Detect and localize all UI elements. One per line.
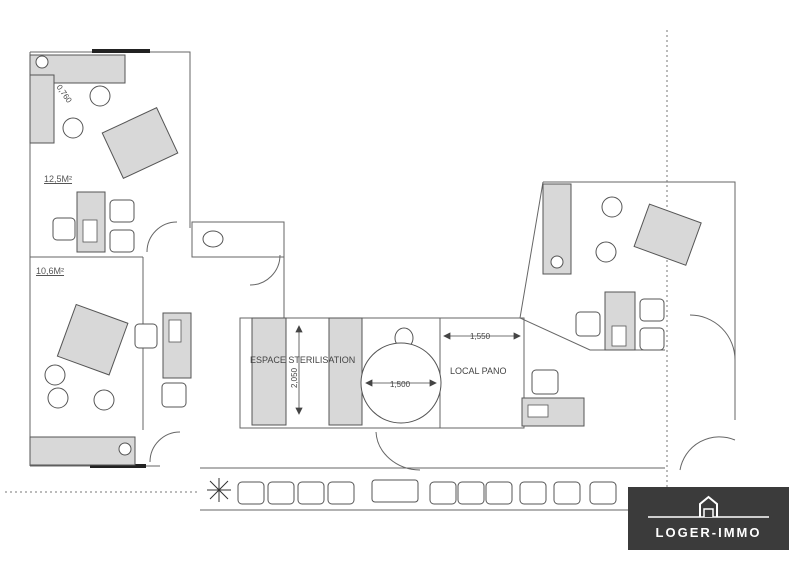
door-arc-bottom-left	[149, 431, 181, 463]
loger-immo-logo: LOGER-IMMO	[628, 487, 789, 550]
cabinet-office2	[29, 436, 136, 466]
stool	[44, 364, 66, 386]
door-arc-right-bottom	[679, 436, 736, 471]
chair	[575, 311, 601, 337]
office-1-area-label: 12,5M²	[44, 174, 73, 184]
local-pano-label: LOCAL PANO	[450, 366, 507, 376]
house-icon	[648, 495, 769, 518]
sink-right	[550, 255, 564, 269]
dental-unit-office2	[56, 303, 129, 376]
arrow-right	[429, 379, 437, 387]
keyboard	[611, 325, 627, 347]
waiting-chair	[267, 481, 295, 505]
door-arc-corridor	[249, 254, 281, 286]
chair	[109, 229, 135, 253]
window-bottom-left	[90, 464, 146, 468]
sterilization-label: ESPACE STERILISATION	[250, 355, 356, 365]
sink-office1	[35, 55, 49, 69]
keyboard	[82, 219, 98, 243]
arrow-left	[365, 379, 373, 387]
chair	[161, 382, 187, 408]
door-arc-right	[689, 314, 736, 361]
keyboard	[527, 404, 549, 418]
pano-width-dimension: 1,550	[470, 332, 491, 341]
stool	[93, 389, 115, 411]
waiting-chair	[485, 481, 513, 505]
logo-text: LOGER-IMMO	[655, 525, 762, 540]
door-arc-steril	[375, 431, 421, 471]
cabinet-office1-side	[29, 74, 55, 144]
keyboard	[168, 319, 182, 343]
window-top-left	[92, 49, 150, 53]
toilet-bowl	[202, 230, 224, 248]
waiting-chair	[519, 481, 547, 505]
waiting-chair	[429, 481, 457, 505]
dental-unit-office1	[101, 106, 179, 180]
chair	[52, 217, 76, 241]
chair	[134, 323, 158, 349]
stool	[601, 196, 623, 218]
arrow-up	[295, 325, 303, 333]
waiting-chair	[457, 481, 485, 505]
stool	[595, 241, 617, 263]
cabinet-right	[542, 183, 572, 275]
office-2-area-label: 10,6M²	[36, 266, 65, 276]
waiting-chair	[237, 481, 265, 505]
chair	[109, 199, 135, 223]
dental-unit-right	[633, 203, 702, 266]
stool	[62, 117, 84, 139]
steril-counter-right	[328, 317, 363, 426]
wall-left-outer	[30, 51, 191, 228]
chair	[531, 369, 559, 395]
chair	[639, 327, 665, 351]
waiting-chair	[327, 481, 355, 505]
entry-mat	[371, 479, 419, 503]
waiting-chair	[553, 481, 581, 505]
wall-right-wing	[543, 181, 736, 420]
plant-icon	[207, 478, 231, 502]
steril-counter-left	[251, 317, 287, 426]
steril-vertical-dimension: 2,050	[290, 367, 299, 388]
stool	[47, 387, 69, 409]
arrow-left-2	[443, 332, 451, 340]
arrow-right-2	[513, 332, 521, 340]
waiting-chair	[589, 481, 617, 505]
sink-office2	[118, 442, 132, 456]
turning-circle-dimension: 1,500	[390, 380, 411, 389]
chair	[639, 298, 665, 322]
door-arc-office	[146, 221, 178, 253]
arrow-down	[295, 407, 303, 415]
stool	[89, 85, 111, 107]
waiting-chair	[297, 481, 325, 505]
